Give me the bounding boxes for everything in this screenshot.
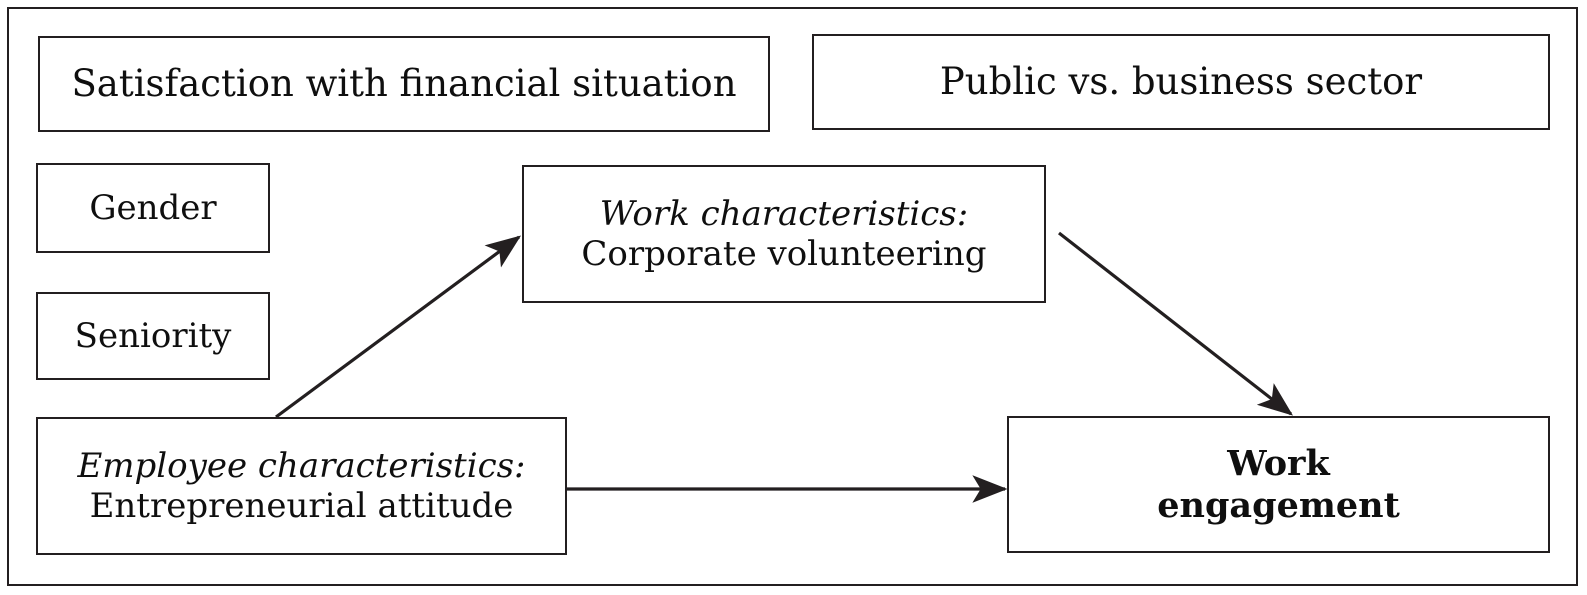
- node-label: Gender: [89, 187, 217, 228]
- node-work-characteristics[interactable]: Work characteristics: Corporate voluntee…: [522, 165, 1046, 303]
- node-seniority[interactable]: Seniority: [36, 292, 270, 380]
- node-label-line-2: engagement: [1157, 484, 1400, 526]
- node-label: Seniority: [74, 315, 232, 356]
- node-label-line-2: Corporate volunteering: [581, 234, 987, 274]
- node-public-vs-business-sector[interactable]: Public vs. business sector: [812, 34, 1550, 130]
- node-label: Satisfaction with financial situation: [71, 62, 737, 106]
- figure-outer-frame: [7, 7, 1578, 586]
- node-work-engagement[interactable]: Work engagement: [1007, 416, 1550, 553]
- node-employee-characteristics[interactable]: Employee characteristics: Entrepreneuria…: [36, 417, 567, 555]
- node-label: Public vs. business sector: [939, 60, 1423, 104]
- node-label-line-2: Entrepreneurial attitude: [89, 486, 514, 526]
- node-label-line-1: Work characteristics:: [599, 193, 969, 234]
- node-label-line-1: Work: [1227, 443, 1330, 485]
- node-gender[interactable]: Gender: [36, 163, 270, 253]
- node-label-line-1: Employee characteristics:: [77, 445, 526, 486]
- node-satisfaction-with-financial-situation[interactable]: Satisfaction with financial situation: [38, 36, 770, 132]
